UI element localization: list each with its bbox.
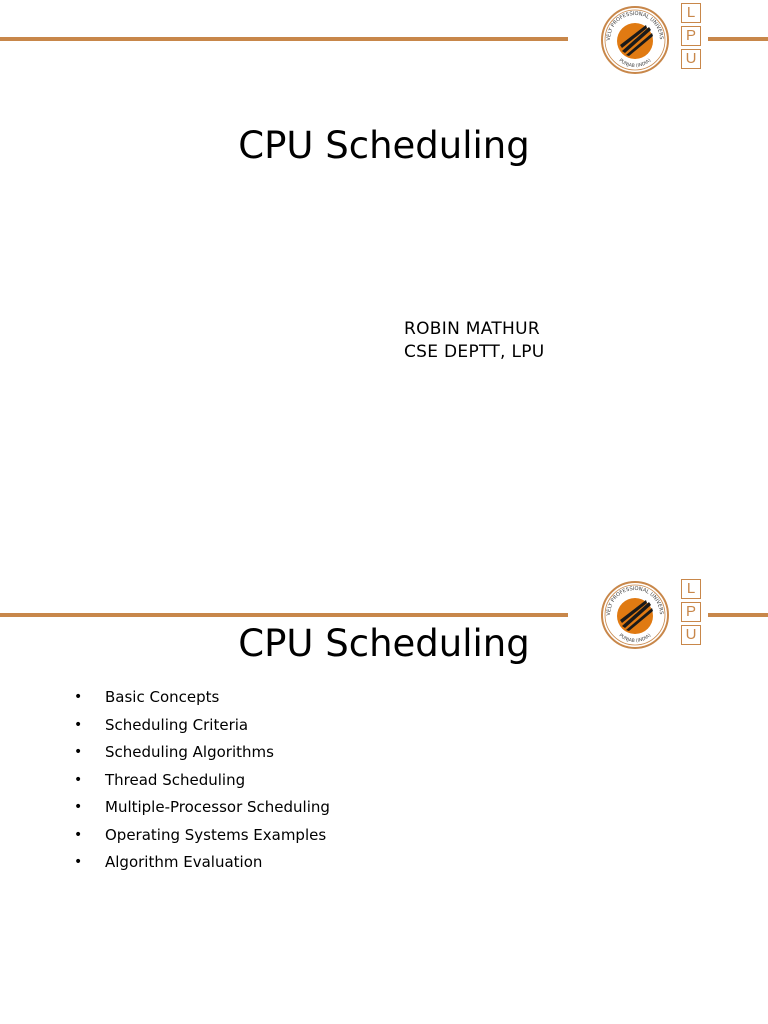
bullet-icon: • [74, 771, 83, 788]
title-slide: LOVELY PROFESSIONAL UNIVERSITY PUNJAB (I… [0, 3, 768, 364]
list-item-text: Scheduling Algorithms [105, 743, 274, 761]
lpu-letter-l: L [681, 3, 701, 23]
list-item: • Algorithm Evaluation [74, 849, 330, 877]
header-rule-right [708, 37, 768, 41]
author-name: ROBIN MATHUR [404, 319, 540, 339]
university-seal-icon: LOVELY PROFESSIONAL UNIVERSITY PUNJAB (I… [600, 580, 669, 649]
list-item-text: Thread Scheduling [105, 770, 246, 789]
list-item-text: Scheduling Criteria [105, 715, 249, 734]
list-item: • Scheduling Criteria [74, 712, 330, 740]
header-rule-left [0, 613, 568, 617]
lpu-letter-l: L [681, 579, 701, 599]
lpu-monogram: L P U [681, 579, 701, 645]
list-item-text: Multiple-Processor Scheduling [105, 798, 330, 816]
outline-list: • Basic Concepts • Scheduling Criteria • Sc… [74, 684, 330, 877]
lpu-letter-p: P [681, 26, 701, 46]
list-item-text: Operating Systems Examples [105, 825, 327, 844]
lpu-letter-u: U [681, 49, 701, 69]
bullet-icon: • [74, 744, 83, 760]
slide-title: CPU Scheduling [238, 622, 530, 665]
list-item-text: Algorithm Evaluation [105, 853, 263, 871]
list-item: • Multiple-Processor Scheduling [74, 794, 330, 822]
author-department: CSE DEPTT, LPU [404, 342, 545, 362]
list-item: • Operating Systems Examples [74, 822, 330, 850]
bullet-icon: • [74, 799, 83, 815]
university-seal-icon: LOVELY PROFESSIONAL UNIVERSITY PUNJAB (I… [600, 5, 669, 74]
lpu-monogram: L P U [681, 3, 701, 69]
lpu-letter-p: P [681, 602, 701, 622]
bullet-icon: • [74, 689, 83, 705]
list-item: • Basic Concepts [74, 684, 330, 712]
slide-title: CPU Scheduling [238, 124, 530, 167]
bullet-icon: • [74, 716, 83, 733]
author-block: ROBIN MATHUR CSE DEPTT, LPU [404, 318, 545, 364]
list-item-text: Basic Concepts [105, 688, 220, 706]
header-rule-left [0, 37, 568, 41]
lpu-letter-u: U [681, 625, 701, 645]
header-rule-right [708, 613, 768, 617]
bullet-icon: • [74, 826, 83, 843]
list-item: • Scheduling Algorithms [74, 739, 330, 767]
outline-slide: LOVELY PROFESSIONAL UNIVERSITY PUNJAB (I… [0, 576, 768, 1024]
bullet-icon: • [74, 854, 83, 870]
list-item: • Thread Scheduling [74, 767, 330, 795]
